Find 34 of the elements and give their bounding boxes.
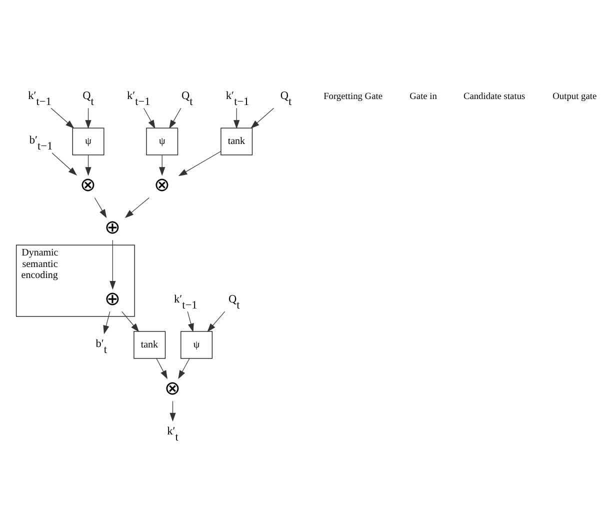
arrow <box>178 151 222 176</box>
node-text: ⊗ <box>154 174 170 196</box>
arrow <box>94 197 107 218</box>
arrow <box>110 240 116 290</box>
node-box: tank <box>220 128 253 156</box>
node-text: ⊗ <box>164 378 181 400</box>
arrow <box>85 154 92 176</box>
arrow <box>170 400 176 422</box>
node-text: ⊗ <box>80 174 96 196</box>
arrow <box>207 311 226 332</box>
arrow <box>178 358 190 380</box>
arrow <box>169 108 182 129</box>
arrow <box>103 311 110 334</box>
arrow <box>143 108 156 129</box>
label: Forgetting Gate <box>324 92 383 102</box>
node-text: ⊕ <box>104 218 121 239</box>
node-box: tank <box>134 331 166 359</box>
arrow <box>234 108 240 129</box>
arrow <box>159 154 166 176</box>
label: Gate in <box>410 92 437 102</box>
node-text: ⊕ <box>104 288 121 310</box>
node-box: ψ <box>146 128 178 156</box>
node-box: ψ <box>180 331 212 359</box>
arrow <box>250 108 274 129</box>
node-box: ψ <box>72 128 104 156</box>
arrow <box>50 108 74 129</box>
arrow <box>187 311 194 332</box>
arrow <box>52 152 78 176</box>
arrow <box>124 197 150 218</box>
arrow <box>156 358 168 380</box>
arrow <box>121 311 140 332</box>
label: Output gate <box>552 92 597 102</box>
arrow <box>85 108 92 129</box>
label: Candidate status <box>463 92 526 102</box>
